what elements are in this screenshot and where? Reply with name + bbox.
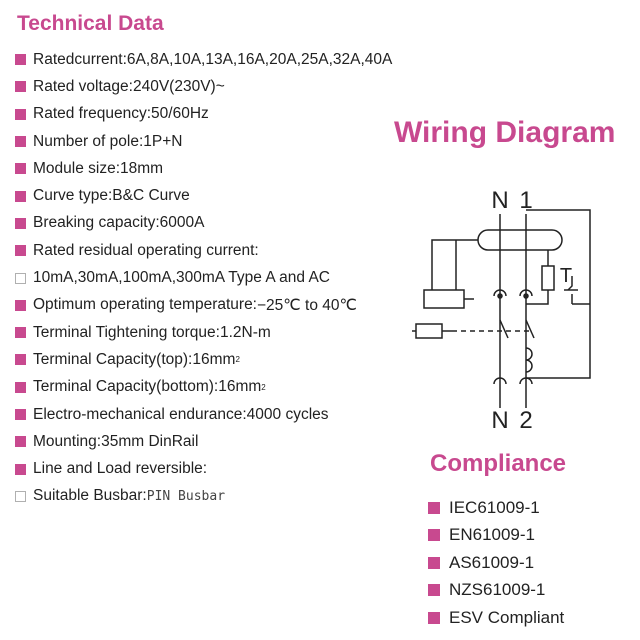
spec-label: Rated frequency: xyxy=(33,105,152,123)
spec-label: Optimum operating temperature: xyxy=(33,296,257,314)
wiring-diagram: N 1 N 2 T xyxy=(412,187,591,428)
spec-value: PIN Busbar xyxy=(146,488,226,504)
spec-value: 16mm xyxy=(192,350,236,368)
square-bullet-icon xyxy=(15,81,26,93)
compliance-label: AS61009-1 xyxy=(449,552,535,572)
spec-value: 1.2N-m xyxy=(219,323,271,341)
spec-item: Rated frequency:50/60Hz xyxy=(15,101,392,128)
spec-label: Module size: xyxy=(33,159,121,177)
square-bullet-icon xyxy=(15,245,26,257)
spec-value: 35mm DinRail xyxy=(101,432,199,450)
spec-label: Number of pole: xyxy=(33,132,144,150)
spec-label: 10mA,30mA,100mA,300mA Type A and AC xyxy=(33,269,330,287)
square-bullet-icon xyxy=(15,54,26,66)
terminal-bottom-2: 2 xyxy=(519,407,532,428)
square-bullet-icon xyxy=(428,529,440,542)
square-bullet-icon xyxy=(15,217,26,229)
spec-superscript: 2 xyxy=(235,355,240,365)
spec-label: Suitable Busbar: xyxy=(33,487,147,505)
spec-label: Curve type: xyxy=(33,187,113,205)
spec-value: B&C Curve xyxy=(112,187,190,205)
spec-label: Terminal Capacity(top): xyxy=(33,350,193,368)
compliance-item: AS61009-1 xyxy=(428,549,564,577)
spec-item: Mounting:35mm DinRail xyxy=(15,428,392,455)
spec-item: Curve type:B&C Curve xyxy=(15,182,392,209)
spec-value: 6000A xyxy=(159,214,205,232)
wiring-diagram-title: Wiring Diagram xyxy=(394,116,616,149)
spec-value: 240V(230V)~ xyxy=(132,77,225,95)
spec-item: Suitable Busbar:PIN Busbar xyxy=(15,483,392,510)
compliance-item: NZS61009-1 xyxy=(428,577,564,605)
spec-item: Terminal Tightening torque:1.2N-m xyxy=(15,319,392,346)
square-bullet-icon xyxy=(15,299,26,311)
square-bullet-icon xyxy=(15,163,26,175)
compliance-title: Compliance xyxy=(430,450,567,477)
spec-label: Rated residual operating current: xyxy=(33,241,259,259)
square-bullet-icon xyxy=(428,501,440,514)
square-bullet-icon xyxy=(428,584,440,597)
spec-value: −25℃ to 40℃ xyxy=(257,296,357,314)
spec-value: 16mm xyxy=(218,378,262,396)
terminal-top-1: 1 xyxy=(519,187,532,214)
spec-value: 6A,8A,10A,13A,16A,20A,25A,32A,40A xyxy=(126,50,393,68)
spec-value: 1P+N xyxy=(143,132,183,150)
square-bullet-icon xyxy=(15,108,26,120)
compliance-item: IEC61009-1 xyxy=(428,494,564,522)
spec-value: 50/60Hz xyxy=(151,105,209,123)
spec-superscript: 2 xyxy=(261,382,266,392)
spec-item: Optimum operating temperature:−25℃ to 40… xyxy=(15,292,392,319)
square-bullet-icon xyxy=(428,611,440,624)
spec-item: Electro-mechanical endurance:4000 cycles xyxy=(15,401,392,428)
spec-label: Terminal Tightening torque: xyxy=(33,323,220,341)
square-bullet-icon xyxy=(15,436,26,448)
compliance-label: ESV Compliant xyxy=(449,607,565,627)
spec-item: Number of pole:1P+N xyxy=(15,128,392,155)
technical-data-list: Ratedcurrent:6A,8A,10A,13A,16A,20A,25A,3… xyxy=(15,46,392,510)
spec-label: Breaking capacity: xyxy=(33,214,160,232)
spec-item: Ratedcurrent:6A,8A,10A,13A,16A,20A,25A,3… xyxy=(15,46,392,73)
wiring-schematic xyxy=(412,209,591,408)
spec-item: Module size:18mm xyxy=(15,155,392,182)
hollow-square-bullet-icon xyxy=(15,272,26,284)
spec-item: 10mA,30mA,100mA,300mA Type A and AC xyxy=(15,264,392,291)
square-bullet-icon xyxy=(428,556,440,569)
spec-label: Terminal Capacity(bottom): xyxy=(33,378,219,396)
square-bullet-icon xyxy=(15,381,26,393)
square-bullet-icon xyxy=(15,327,26,339)
test-button-label: T xyxy=(560,265,572,287)
terminal-top-n: N xyxy=(491,187,508,214)
compliance-label: IEC61009-1 xyxy=(449,497,540,517)
spec-label: Mounting: xyxy=(33,432,102,450)
spec-value: 4000 cycles xyxy=(246,405,329,423)
square-bullet-icon xyxy=(15,354,26,366)
hollow-square-bullet-icon xyxy=(15,490,26,502)
spec-label: Rated voltage: xyxy=(33,77,133,95)
compliance-label: NZS61009-1 xyxy=(449,580,546,600)
square-bullet-icon xyxy=(15,136,26,148)
spec-label: Ratedcurrent: xyxy=(33,50,127,68)
spec-label: Line and Load reversible: xyxy=(33,460,208,478)
spec-item: Rated voltage:240V(230V)~ xyxy=(15,73,392,100)
spec-item: Line and Load reversible: xyxy=(15,455,392,482)
terminal-bottom-n: N xyxy=(491,407,508,428)
square-bullet-icon xyxy=(15,463,26,475)
compliance-item: EN61009-1 xyxy=(428,522,564,550)
compliance-item: ESV Compliant xyxy=(428,604,564,632)
spec-value: 18mm xyxy=(120,159,164,177)
spec-label: Electro-mechanical endurance: xyxy=(33,405,247,423)
square-bullet-icon xyxy=(15,409,26,420)
spec-item: Rated residual operating current: xyxy=(15,237,392,264)
compliance-label: EN61009-1 xyxy=(449,525,536,545)
spec-item: Breaking capacity:6000A xyxy=(15,210,392,237)
square-bullet-icon xyxy=(15,190,26,202)
technical-data-title: Technical Data xyxy=(17,12,164,35)
